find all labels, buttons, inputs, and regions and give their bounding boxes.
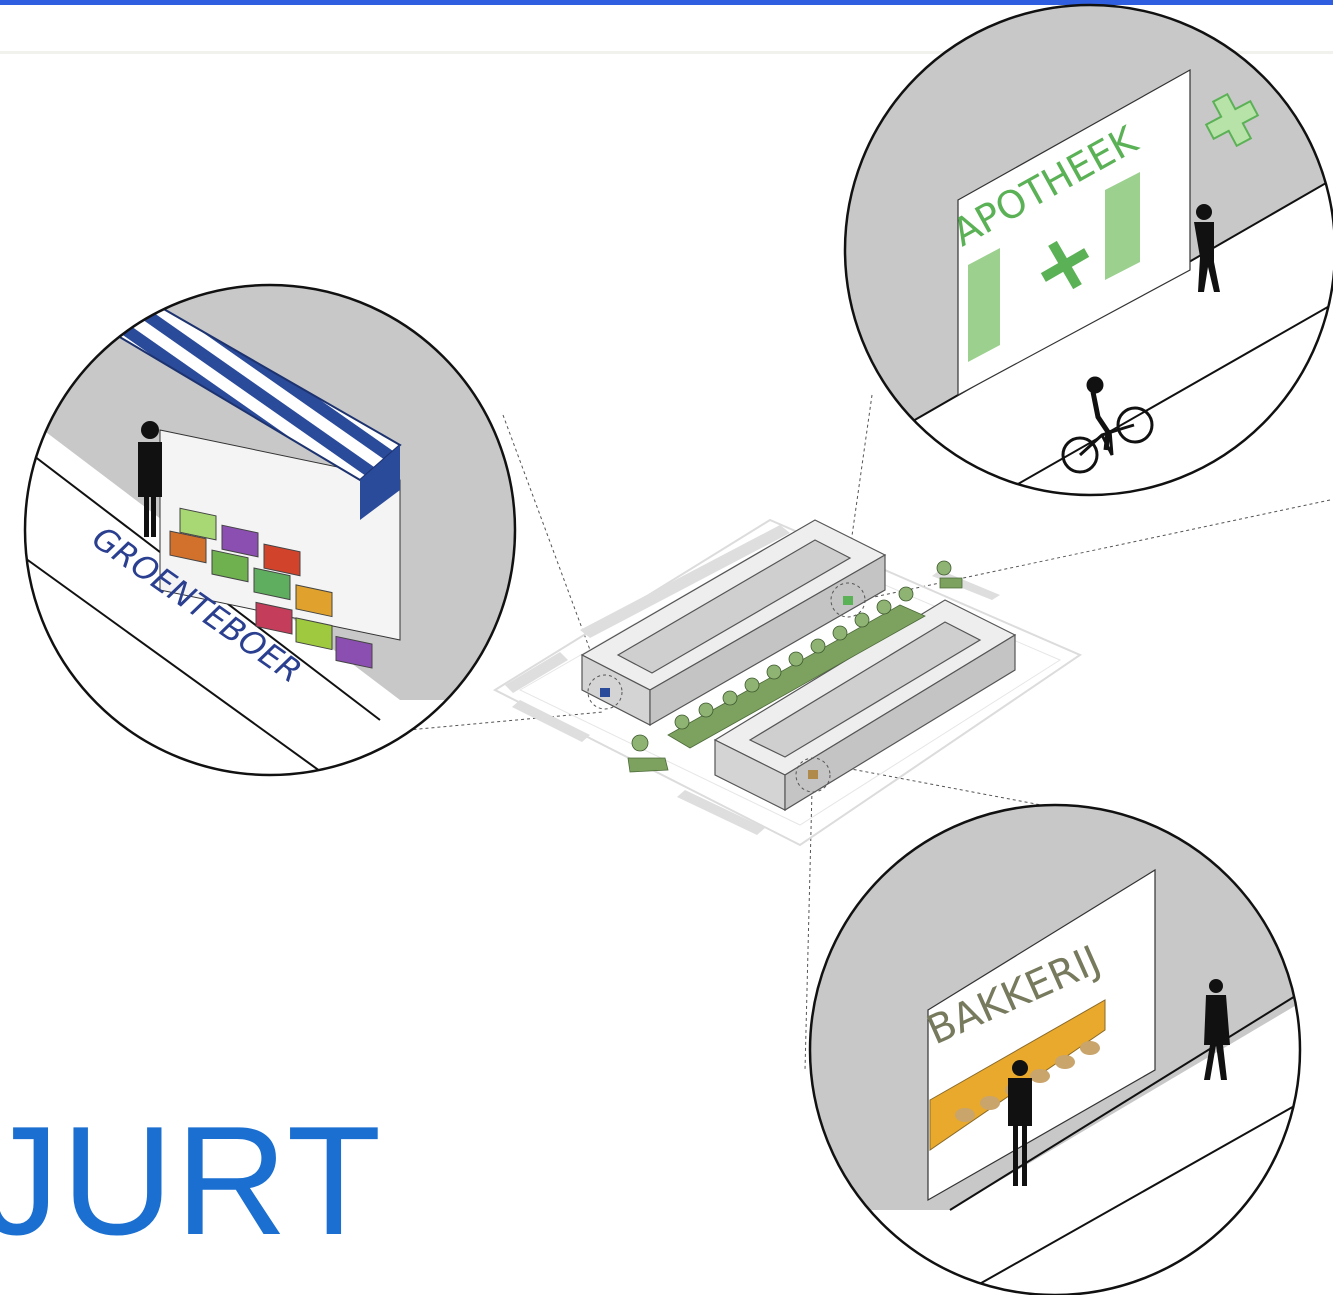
marker-apotheek [843,596,853,605]
callout-apotheek: APOTHEEK [840,0,1333,500]
page-title: JURT [0,1103,383,1258]
marker-bakkerij [808,770,818,779]
callout-groenteboer: GROENTEBOER [0,260,560,820]
marker-groenteboer [600,688,610,697]
site-plan [495,520,1080,845]
